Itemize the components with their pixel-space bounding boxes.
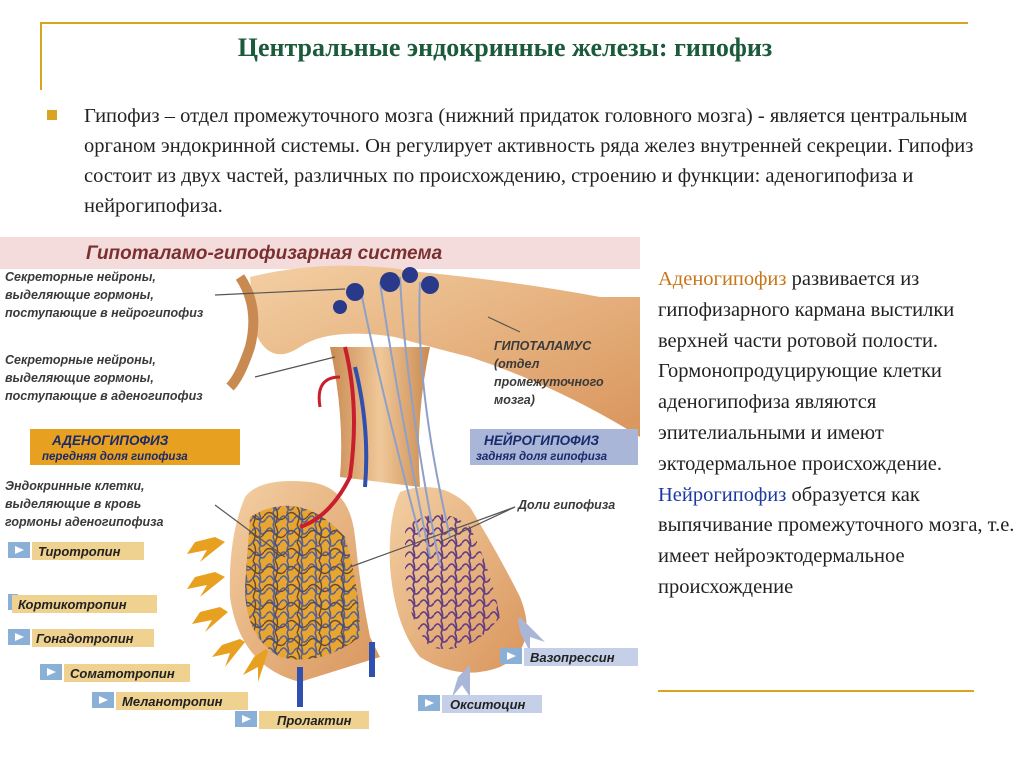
neuro-label-box xyxy=(470,429,638,465)
svg-text:Кортикотропин: Кортикотропин xyxy=(18,597,127,612)
neuro-box-subtitle: задняя доля гипофиза xyxy=(476,451,608,463)
adeno-box-title: АДЕНОГИПОФИЗ xyxy=(51,433,169,448)
adeno-description: развивается из гипофизарного кармана выс… xyxy=(658,268,955,475)
intro-paragraph: Гипофиз – отдел промежуточного мозга (ни… xyxy=(84,105,974,217)
right-column-underline xyxy=(658,690,974,692)
adeno-label-box xyxy=(30,429,240,465)
slide-title: Центральные эндокринные железы: гипофиз xyxy=(237,33,773,62)
hormone-list: Тиротропин Кортикотропин Гонадотропин Со… xyxy=(8,542,638,729)
diagram-heading: Гипоталамо-гипофизарная система xyxy=(86,243,443,264)
label-secretory-adeno: Секреторные нейроны, выделяющие гормоны,… xyxy=(5,353,203,403)
svg-text:Тиротропин: Тиротропин xyxy=(38,544,121,559)
hypothalamo-pituitary-diagram: Гипоталамо-гипофизарная система Секретор… xyxy=(0,237,640,767)
svg-text:Меланотропин: Меланотропин xyxy=(122,694,223,709)
svg-text:Гонадотропин: Гонадотропин xyxy=(36,631,134,646)
hormone-prolaktin xyxy=(259,711,369,729)
hormone-kortikotropin xyxy=(12,595,157,613)
neuro-term: Нейрогипофиз xyxy=(658,483,787,506)
neuro-box-title: НЕЙРОГИПОФИЗ xyxy=(484,432,599,448)
label-hypothalamus: ГИПОТАЛАМУС (отдел промежуточного мозга) xyxy=(494,339,607,407)
hormone-oksitotsin xyxy=(442,695,542,713)
hormone-tirotropin xyxy=(32,542,144,560)
adeno-term: Аденогипофиз xyxy=(658,268,787,290)
label-secretory-neuro: Секреторные нейроны, выделяющие гормоны,… xyxy=(5,270,204,320)
bullet-icon xyxy=(47,110,57,120)
neuro-description: образуется как выпячивание промежуточног… xyxy=(658,483,1015,598)
slide-frame-left-line xyxy=(40,22,42,90)
right-description: Аденогипофиз развивается из гипофизарног… xyxy=(658,264,1018,603)
label-endocrine-cells: Эндокринные клетки, выделяющие в кровь г… xyxy=(5,479,164,529)
svg-text:Окситоцин: Окситоцин xyxy=(450,697,526,712)
hormone-somatotropin xyxy=(64,664,190,682)
hormone-vazopressin xyxy=(524,648,638,666)
hormone-melanotropin xyxy=(116,692,248,710)
hormone-gonadotropin xyxy=(32,629,154,647)
slide-frame-top-line xyxy=(40,22,968,24)
adeno-box-subtitle: передняя доля гипофиза xyxy=(42,451,188,463)
label-lobes: Доли гипофиза xyxy=(517,498,615,512)
svg-text:Вазопрессин: Вазопрессин xyxy=(530,650,615,665)
svg-text:Пролактин: Пролактин xyxy=(277,713,352,728)
svg-text:Соматотропин: Соматотропин xyxy=(70,666,175,681)
